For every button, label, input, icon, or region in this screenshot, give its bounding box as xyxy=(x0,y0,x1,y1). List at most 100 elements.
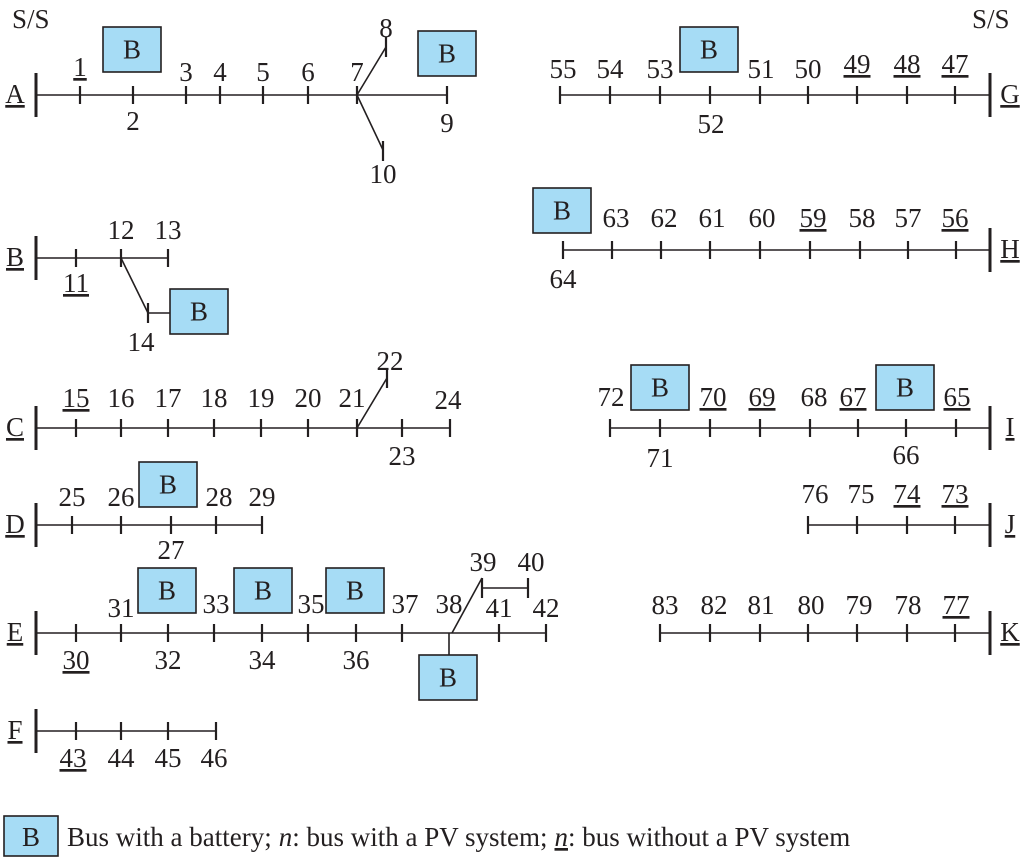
bus-label-67: 67 xyxy=(840,382,867,412)
bus-label-49: 49 xyxy=(844,49,871,79)
bus-label-39: 39 xyxy=(470,547,497,577)
bus-label-82: 82 xyxy=(701,590,728,620)
bus-label-9: 9 xyxy=(440,108,454,138)
bus-label-48: 48 xyxy=(894,49,921,79)
feeder-label-J: J xyxy=(1005,509,1016,539)
bus-label-56: 56 xyxy=(942,203,969,233)
battery-label-2: B xyxy=(123,35,141,65)
legend-n-underlined: n xyxy=(555,822,569,852)
bus-label-80: 80 xyxy=(798,590,825,620)
bus-label-63: 63 xyxy=(603,203,630,233)
ticks-layer xyxy=(70,37,958,740)
legend-n-symbol: n xyxy=(279,822,293,852)
substation-label-right: S/S xyxy=(972,4,1010,34)
battery-box-64 xyxy=(532,187,592,234)
bus-label-58: 58 xyxy=(849,203,876,233)
bus-label-29: 29 xyxy=(249,482,276,512)
lines-layer xyxy=(34,46,992,753)
feeder-label-K: K xyxy=(1000,617,1020,647)
feeder-label-H: H xyxy=(1000,234,1020,264)
bus-label-5: 5 xyxy=(256,57,270,87)
bus-label-4: 4 xyxy=(213,57,227,87)
bus-label-74: 74 xyxy=(894,479,922,509)
bus-label-81: 81 xyxy=(748,590,775,620)
bus-label-66: 66 xyxy=(893,440,920,470)
bus-label-51: 51 xyxy=(748,54,775,84)
bus-label-64: 64 xyxy=(550,264,578,294)
bus-label-43: 43 xyxy=(60,743,87,773)
battery-label-9: B xyxy=(438,39,456,69)
legend: B Bus with a battery;n: bus with a PV sy… xyxy=(3,815,850,857)
bus-label-14: 14 xyxy=(128,327,156,357)
battery-box-34 xyxy=(233,567,293,614)
bus-label-12: 12 xyxy=(108,215,135,245)
bus-label-75: 75 xyxy=(848,479,875,509)
battery-label-27: B xyxy=(159,470,177,500)
bus-label-34: 34 xyxy=(249,645,277,675)
bus-label-42: 42 xyxy=(533,593,560,623)
bus-label-6: 6 xyxy=(301,57,315,87)
bus-label-13: 13 xyxy=(155,215,182,245)
bus-label-28: 28 xyxy=(206,482,233,512)
bus-label-55: 55 xyxy=(550,54,577,84)
battery-box-36 xyxy=(325,567,385,614)
battery-label-38: B xyxy=(439,663,457,693)
bus-label-78: 78 xyxy=(895,590,922,620)
battery-label-32: B xyxy=(158,576,176,606)
bus-label-17: 17 xyxy=(155,383,182,413)
legend-no-pv-text: : bus without a PV system xyxy=(568,822,850,852)
bus-label-73: 73 xyxy=(942,479,969,509)
bus-label-65: 65 xyxy=(944,382,971,412)
bus-label-71: 71 xyxy=(647,443,674,473)
battery-box-32 xyxy=(137,567,197,614)
legend-pv-text: : bus with a PV system; xyxy=(292,822,547,852)
bus-label-11: 11 xyxy=(63,268,89,298)
bus-label-33: 33 xyxy=(203,589,230,619)
bus-label-27: 27 xyxy=(158,535,185,565)
bus-label-57: 57 xyxy=(895,203,922,233)
bus-label-35: 35 xyxy=(298,589,325,619)
branch-line xyxy=(356,94,384,151)
bus-label-50: 50 xyxy=(795,54,822,84)
legend-battery-text: Bus with a battery; xyxy=(67,822,272,852)
bus-label-22: 22 xyxy=(377,346,404,376)
bus-label-23: 23 xyxy=(389,441,416,471)
bus-label-79: 79 xyxy=(846,590,873,620)
bus-label-60: 60 xyxy=(749,203,776,233)
bus-label-77: 77 xyxy=(943,590,970,620)
feeder-label-C: C xyxy=(6,412,24,442)
bus-label-62: 62 xyxy=(651,203,678,233)
bus-label-20: 20 xyxy=(295,383,322,413)
battery-box-2 xyxy=(102,26,162,73)
bus-label-46: 46 xyxy=(201,743,228,773)
feeder-label-G: G xyxy=(1000,79,1020,109)
battery-label-71: B xyxy=(651,373,669,403)
bus-label-41: 41 xyxy=(486,593,513,623)
battery-label-14: B xyxy=(190,297,208,327)
bus-label-25: 25 xyxy=(59,482,86,512)
bus-label-52: 52 xyxy=(698,109,725,139)
battery-label-64: B xyxy=(553,196,571,226)
battery-box-14 xyxy=(169,288,229,335)
bus-label-26: 26 xyxy=(108,482,135,512)
bus-label-61: 61 xyxy=(699,203,726,233)
battery-box-66 xyxy=(875,364,935,411)
battery-label-34: B xyxy=(254,576,272,606)
branch-line xyxy=(356,46,387,96)
bus-label-30: 30 xyxy=(63,645,90,675)
bus-label-32: 32 xyxy=(155,645,182,675)
bus-label-31: 31 xyxy=(108,593,135,623)
bus-label-72: 72 xyxy=(598,382,625,412)
substation-label-left: S/S xyxy=(12,4,50,34)
battery-box-38 xyxy=(418,654,478,701)
feeder-label-D: D xyxy=(5,509,25,539)
feeder-label-E: E xyxy=(7,617,24,647)
bus-label-3: 3 xyxy=(179,57,193,87)
bus-label-44: 44 xyxy=(108,743,136,773)
bus-label-16: 16 xyxy=(108,383,135,413)
legend-battery-box xyxy=(3,815,59,857)
bus-label-68: 68 xyxy=(801,382,828,412)
bus-label-53: 53 xyxy=(647,54,674,84)
feeder-label-I: I xyxy=(1006,412,1015,442)
bus-label-83: 83 xyxy=(652,590,679,620)
